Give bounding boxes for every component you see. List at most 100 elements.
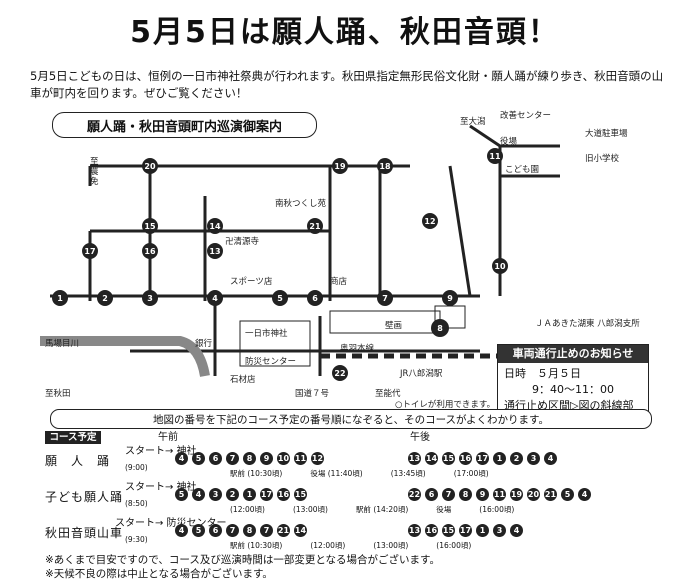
time-note: 役場 (11:40頃) (310, 469, 363, 478)
svg-text:19: 19 (334, 162, 346, 171)
intro-text: 5月5日こどもの日は、恒例の一日市神社祭典が行われます。秋田県指定無形民俗文化財… (30, 69, 664, 100)
stop-number: 21 (277, 524, 290, 537)
footnote: ※天候不良の際は中止となる場合がございます。 (45, 568, 273, 580)
start-time: (9:00) (125, 463, 148, 472)
svg-text:防災センター: 防災センター (245, 356, 296, 367)
svg-text:こども園: こども園 (505, 165, 539, 175)
svg-text:10: 10 (494, 262, 506, 271)
svg-text:6: 6 (312, 294, 318, 303)
svg-text:大道駐車場: 大道駐車場 (585, 128, 628, 139)
svg-text:21: 21 (309, 222, 321, 231)
stop-number: 8 (243, 452, 256, 465)
map-label: 至大潟 (460, 116, 486, 127)
svg-text:国道７号: 国道７号 (295, 388, 329, 399)
time-note: 駅前 (10:30頃) (230, 541, 283, 550)
start-label: スタート→ 神社 (125, 482, 197, 493)
stop-number: 1 (493, 452, 506, 465)
course-name: 秋田音頭山車 (45, 526, 124, 540)
stop-number: 2 (226, 488, 239, 501)
stop-number: 5 (192, 524, 205, 537)
svg-text:4: 4 (212, 294, 218, 303)
course-name: 願 人 踊 (45, 454, 111, 468)
time-notes: 駅前 (10:30頃)役場 (11:40頃)(13:45頃)(17:00頃) (230, 468, 650, 479)
stop-number: 9 (476, 488, 489, 501)
svg-text:14: 14 (209, 222, 221, 231)
svg-text:奥羽本線: 奥羽本線 (340, 343, 375, 354)
svg-text:18: 18 (379, 162, 391, 171)
time-note: (13:00頃) (373, 541, 409, 550)
stop-number: 7 (226, 452, 239, 465)
footnote: ※あくまで目安ですので、コース及び巡演時間は一部変更となる場合がございます。 (45, 554, 440, 566)
time-note: (12:00頃) (230, 505, 265, 514)
time-note: (17:00頃) (453, 469, 489, 478)
stop-number: 4 (544, 452, 557, 465)
svg-text:1: 1 (57, 294, 63, 303)
stop-number: 7 (260, 524, 273, 537)
svg-text:12: 12 (424, 217, 435, 226)
stop-number: 7 (226, 524, 239, 537)
stop-number: 19 (510, 488, 523, 501)
course-row: スタート→ 防災センター (115, 514, 227, 529)
stop-number: 1 (243, 488, 256, 501)
map-title: 願人踊・秋田音頭町内巡演御案内 (52, 112, 317, 138)
page-title: 5月5日は願人踊、秋田音頭！ (130, 15, 560, 50)
svg-text:2: 2 (102, 294, 108, 303)
stop-number: 13 (408, 452, 421, 465)
time-note: 駅前 (14:20頃) (355, 505, 409, 514)
start-label: スタート→ 防災センター (115, 518, 227, 529)
svg-text:南秋つくし苑: 南秋つくし苑 (275, 198, 327, 209)
notice-time: 9：40～11：00 (532, 383, 614, 396)
stop-number: 17 (476, 452, 489, 465)
svg-text:JR八郎潟駅: JR八郎潟駅 (399, 368, 443, 379)
stop-number: 6 (209, 452, 222, 465)
svg-text:石材店: 石材店 (230, 374, 256, 385)
notice-heading: 車両通行止めのお知らせ (498, 345, 648, 363)
time-notes: (12:00頃)(13:00頃)駅前 (14:20頃)役場(16:00頃) (230, 504, 650, 515)
stop-number: 8 (243, 524, 256, 537)
time-note: 役場 (436, 505, 452, 514)
svg-text:22: 22 (334, 369, 345, 378)
start-time: (8:50) (125, 499, 148, 508)
stop-number: 5 (192, 452, 205, 465)
svg-text:銀行: 銀行 (195, 338, 213, 349)
stop-number: 17 (260, 488, 273, 501)
svg-text:農: 農 (90, 166, 99, 177)
svg-text:スポーツ店: スポーツ店 (230, 276, 273, 287)
svg-text:17: 17 (84, 247, 95, 256)
stop-number: 11 (294, 452, 307, 465)
svg-text:一日市神社: 一日市神社 (245, 328, 288, 339)
time-note: (16:00頃) (479, 505, 515, 514)
time-note: (13:45頃) (390, 469, 426, 478)
svg-text:15: 15 (144, 222, 156, 231)
notice-date: ５月５日 (537, 367, 581, 380)
stop-number: 4 (578, 488, 591, 501)
stop-number: 1 (476, 524, 489, 537)
stop-number: 20 (527, 488, 540, 501)
stop-number: 10 (277, 452, 290, 465)
course-row: スタート→ 神社 (125, 478, 197, 493)
stop-number: 16 (459, 452, 472, 465)
svg-text:○トイレが利用できます。: ○トイレが利用できます。 (395, 399, 495, 410)
start-label: スタート→ 神社 (125, 446, 197, 457)
stop-number: 14 (294, 524, 307, 537)
time-note: (12:00頃) (310, 541, 346, 550)
svg-text:商店: 商店 (330, 276, 348, 287)
stop-number: 4 (175, 452, 188, 465)
svg-text:7: 7 (382, 294, 388, 303)
stop-number: 7 (442, 488, 455, 501)
stop-number: 17 (459, 524, 472, 537)
stop-number: 13 (408, 524, 421, 537)
svg-text:9: 9 (447, 294, 453, 303)
svg-text:馬場目川: 馬場目川 (45, 338, 79, 349)
svg-text:至秋田: 至秋田 (45, 388, 71, 399)
svg-text:改善センター: 改善センター (500, 110, 551, 121)
stop-number: 6 (425, 488, 438, 501)
stop-number: 8 (459, 488, 472, 501)
svg-text:5: 5 (277, 294, 283, 303)
svg-text:至: 至 (90, 157, 99, 167)
